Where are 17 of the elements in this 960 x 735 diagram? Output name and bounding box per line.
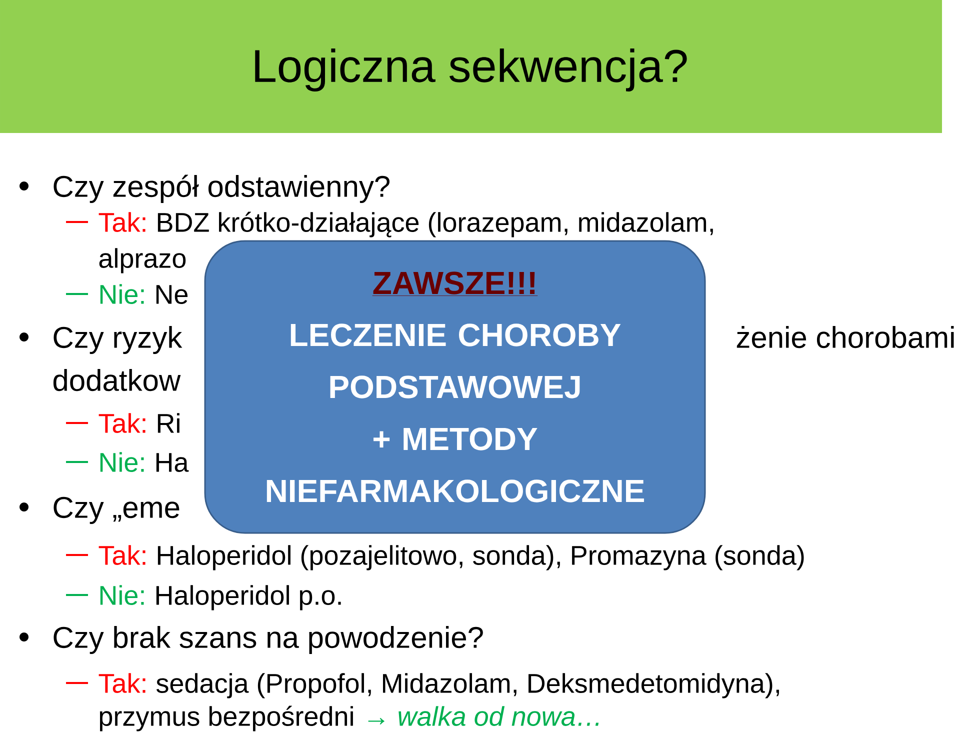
list-text: → walka od nowa… xyxy=(368,706,599,726)
list-text: sedacja (Propofol, Midazolam, Deksmedetomidyna), xyxy=(156,673,779,698)
list-text: Haloperidol p.o. xyxy=(156,585,341,610)
list-text: Czy brak szans na powodzenie? xyxy=(54,626,483,654)
answer-label: Tak: xyxy=(98,413,146,433)
answer-label: Nie: xyxy=(100,452,144,472)
list-text: żenie chorobami xyxy=(736,326,954,348)
list-text: Ri xyxy=(158,413,180,433)
answer-label: Nie: xyxy=(100,585,144,605)
answer-label: Tak: xyxy=(98,673,146,693)
answer-label: Tak: xyxy=(98,212,146,232)
callout-box: ZAWSZE!!! LECZENIE CHOROBY PODSTAWOWEJ + METODY NIEFARMAKOLOGICZNE xyxy=(204,240,706,534)
list-text: przymus bezpośredni xyxy=(100,706,353,732)
list-text: Czy zespół odstawienny? xyxy=(54,174,390,204)
answer-label: Tak: xyxy=(98,545,146,565)
answer-label: Nie: xyxy=(100,284,144,304)
slide-title: Logiczna sekwencja? xyxy=(255,48,687,92)
